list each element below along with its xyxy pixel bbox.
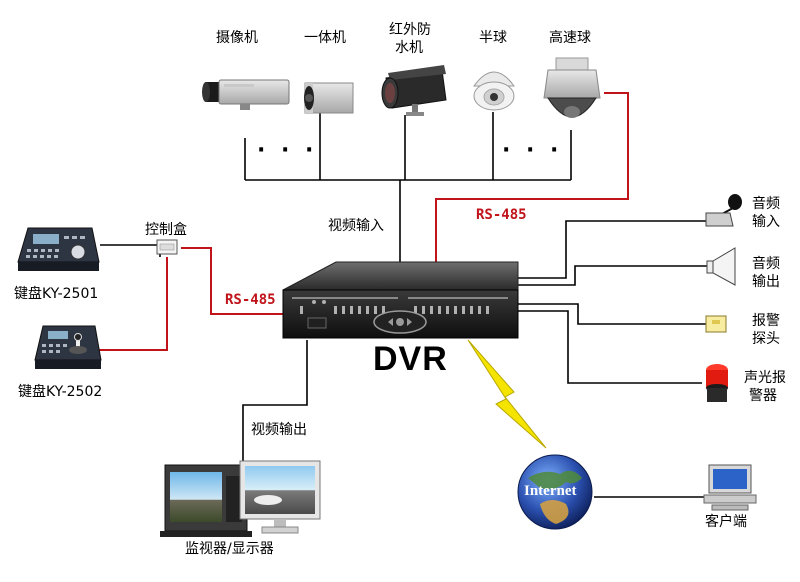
- dvr-title: DVR: [373, 340, 448, 378]
- keyboard-ky2501: [17, 227, 100, 271]
- ellipsis-cameras-right: · · ·: [502, 138, 563, 163]
- dvr-device: [282, 261, 519, 339]
- network-lightning: [467, 339, 547, 449]
- label-video-output: 视频输出: [251, 422, 307, 438]
- rs485-wires: [99, 92, 629, 351]
- label-box-camera: 摄像机: [216, 30, 258, 46]
- speed-dome-camera: [543, 57, 601, 118]
- label-mini-dome: 半球: [479, 30, 507, 46]
- label-ir-camera-line1: 红外防: [389, 22, 431, 38]
- audio-output-speaker: [706, 247, 736, 286]
- label-siren-line1: 声光报: [744, 370, 786, 386]
- label-monitor-display: 监视器/显示器: [185, 541, 274, 557]
- label-integrated-camera: 一体机: [304, 30, 346, 46]
- label-audio-input-line2: 输入: [752, 214, 780, 230]
- siren-alarm: [706, 364, 728, 402]
- label-client: 客户端: [705, 514, 747, 530]
- ir-bullet-camera: [381, 65, 447, 116]
- lcd-monitor: [239, 460, 321, 534]
- alarm-probe-sensor: [705, 315, 727, 333]
- label-audio-input-line1: 音频: [752, 196, 780, 212]
- label-control-box: 控制盒: [145, 222, 187, 238]
- peripheral-wires: [100, 220, 708, 498]
- internet-globe: [517, 454, 593, 530]
- label-audio-output-line1: 音频: [752, 256, 780, 272]
- label-speed-dome: 高速球: [549, 30, 591, 46]
- label-video-input: 视频输入: [328, 218, 384, 234]
- label-internet: Internet: [524, 483, 577, 499]
- label-ir-camera-line2: 水机: [395, 40, 423, 56]
- crt-monitor: [160, 464, 252, 537]
- label-alarm-probe-line1: 报警: [752, 313, 780, 329]
- label-alarm-probe-line2: 探头: [752, 331, 780, 347]
- label-rs485-left: RS-485: [225, 292, 276, 308]
- label-keyboard-ky2502: 键盘KY-2502: [18, 384, 103, 400]
- box-camera: [202, 79, 290, 110]
- integrated-camera: [304, 82, 354, 114]
- label-audio-output-line2: 输出: [752, 274, 780, 290]
- keyboard-ky2502: [34, 325, 102, 369]
- control-box: [156, 239, 178, 255]
- label-keyboard-ky2501: 键盘KY-2501: [14, 286, 99, 302]
- audio-input-microphone: [705, 194, 742, 227]
- label-rs485-top: RS-485: [476, 207, 527, 223]
- label-siren-line2: 警器: [749, 388, 777, 404]
- mini-dome-camera: [473, 71, 515, 111]
- video-input-bus: [244, 112, 572, 262]
- ellipsis-cameras-left: · · ·: [257, 138, 318, 163]
- client-computer: [703, 464, 757, 511]
